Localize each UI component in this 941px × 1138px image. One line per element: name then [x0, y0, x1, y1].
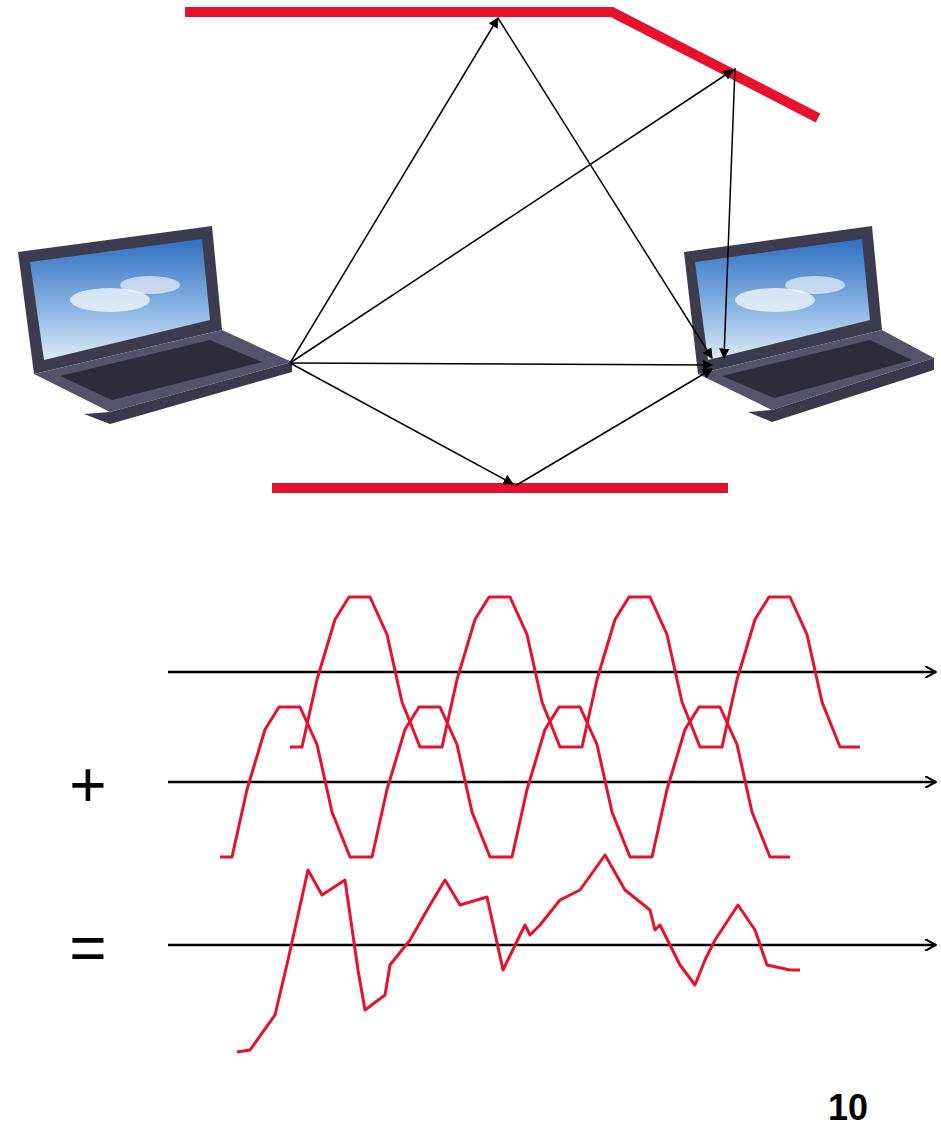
signal-path [290, 18, 735, 486]
waveform [220, 597, 860, 1052]
plus-sign: + [69, 753, 106, 817]
time-axis [168, 672, 936, 945]
equals-sign: = [69, 916, 106, 980]
laptop-icon [684, 226, 934, 422]
laptop-icon [18, 226, 292, 424]
page-number: 10 [828, 1090, 868, 1126]
